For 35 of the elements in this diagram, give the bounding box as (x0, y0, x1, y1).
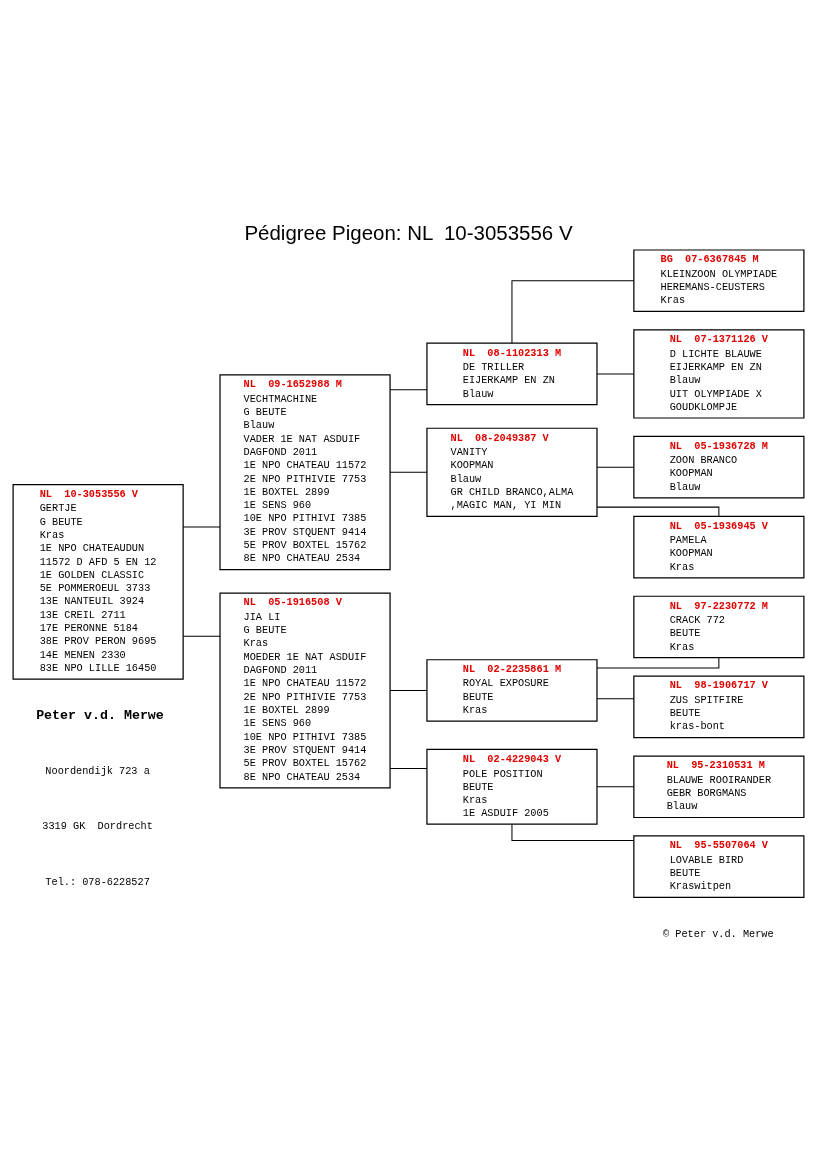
node-box: NL 95-2310531 M BLAUWE ROOIRANDER GEBR BORGMANS Blauw (632, 755, 804, 819)
node-box: NL 98-1906717 V ZUS SPITFIRE BEUTE kras-bont (632, 675, 804, 739)
connector (510, 280, 634, 344)
connector (596, 698, 634, 700)
node-box: NL 95-5507064 V LOVABLE BIRD BEUTE Kraswitpen (632, 835, 804, 899)
node-box: NL 07-1371126 V D LICHTE BLAUWE EIJERKAMP EN ZN Blauw UIT OLYMPIADE X GOUDKLOMPJE (632, 329, 804, 419)
connector (510, 823, 634, 842)
label: 3319 GK Dordrecht (41, 820, 153, 833)
node-box: BG 07-6367845 M KLEINZOON OLYMPIADE HEREMANS-CEUSTERS Kras (632, 249, 804, 313)
connector (389, 471, 427, 473)
connector (182, 635, 220, 637)
node-box: NL 08-1102313 M DE TRILLER EIJERKAMP EN ZN Blauw (425, 342, 598, 406)
node-box: NL 09-1652988 M VECHTMACHINE G BEUTE Blauw VADER 1E NAT ASDUIF DAGFOND 2011 1E NPO CHATEAU 11572 2E NPO PITHIVIE 7753 1E BOXTEL 2899 1E SENS 960 10E NPO PITHIVI 7385 3E PROV STQUENT 9414 5E PROV BOXTEL 15762 8E NPO CHATEAU 2534 (218, 374, 391, 571)
node-box: NL 02-2235861 M ROYAL EXPOSURE BEUTE Kras (425, 659, 598, 722)
node-box: NL 08-2049387 V VANITY KOOPMAN Blauw GR CHILD BRANCO,ALMA ,MAGIC MAN, YI MIN (425, 427, 598, 517)
connector (596, 506, 719, 517)
connector (389, 689, 427, 691)
node-box: NL 97-2230772 M CRACK 772 BEUTE Kras (632, 595, 804, 659)
label: © Peter v.d. Merwe (662, 927, 774, 940)
connector (389, 768, 427, 770)
node-box: NL 02-4229043 V POLE POSITION BEUTE Kras 1E ASDUIF 2005 (425, 748, 598, 825)
node-box: NL 05-1916508 V JIA LI G BEUTE Kras MOEDER 1E NAT ASDUIF DAGFOND 2011 1E NPO CHATEAU 11572 2E NPO PITHIVIE 7753 1E BOXTEL 2899 1E SENS 960 10E NPO PITHIVI 7385 3E PROV STQUENT 9414 5E PROV BOXTEL 15762 8E NPO CHATEAU 2534 (218, 592, 391, 789)
connector (182, 526, 220, 528)
node-box: NL 05-1936728 M ZOON BRANCO KOOPMAN Blauw (632, 435, 804, 499)
connector (596, 786, 634, 788)
label: Peter v.d. Merwe (35, 707, 164, 723)
connector (389, 389, 427, 391)
connector (596, 466, 634, 468)
node-box: NL 05-1936945 V PAMELA KOOPMAN Kras (632, 515, 804, 579)
label: Tel.: 078-6228527 (44, 875, 150, 888)
connector (596, 373, 634, 375)
node-box: NL 10-3053556 V GERTJE G BEUTE Kras 1E NPO CHATEAUDUN 11572 D AFD 5 EN 12 1E GOLDEN CLASSIC 5E POMMEROEUL 3733 13E NANTEUIL 3924 13E CREIL 2711 17E PERONNE 5184 38E PROV PERON 9695 14E MENEN 2330 83E NPO LILLE 16450 (12, 483, 184, 680)
connector (596, 657, 719, 669)
label: Noordendijk 723 a (44, 764, 150, 777)
diagram-title: Pédigree Pigeon: NL 10-3053556 V (243, 220, 573, 244)
